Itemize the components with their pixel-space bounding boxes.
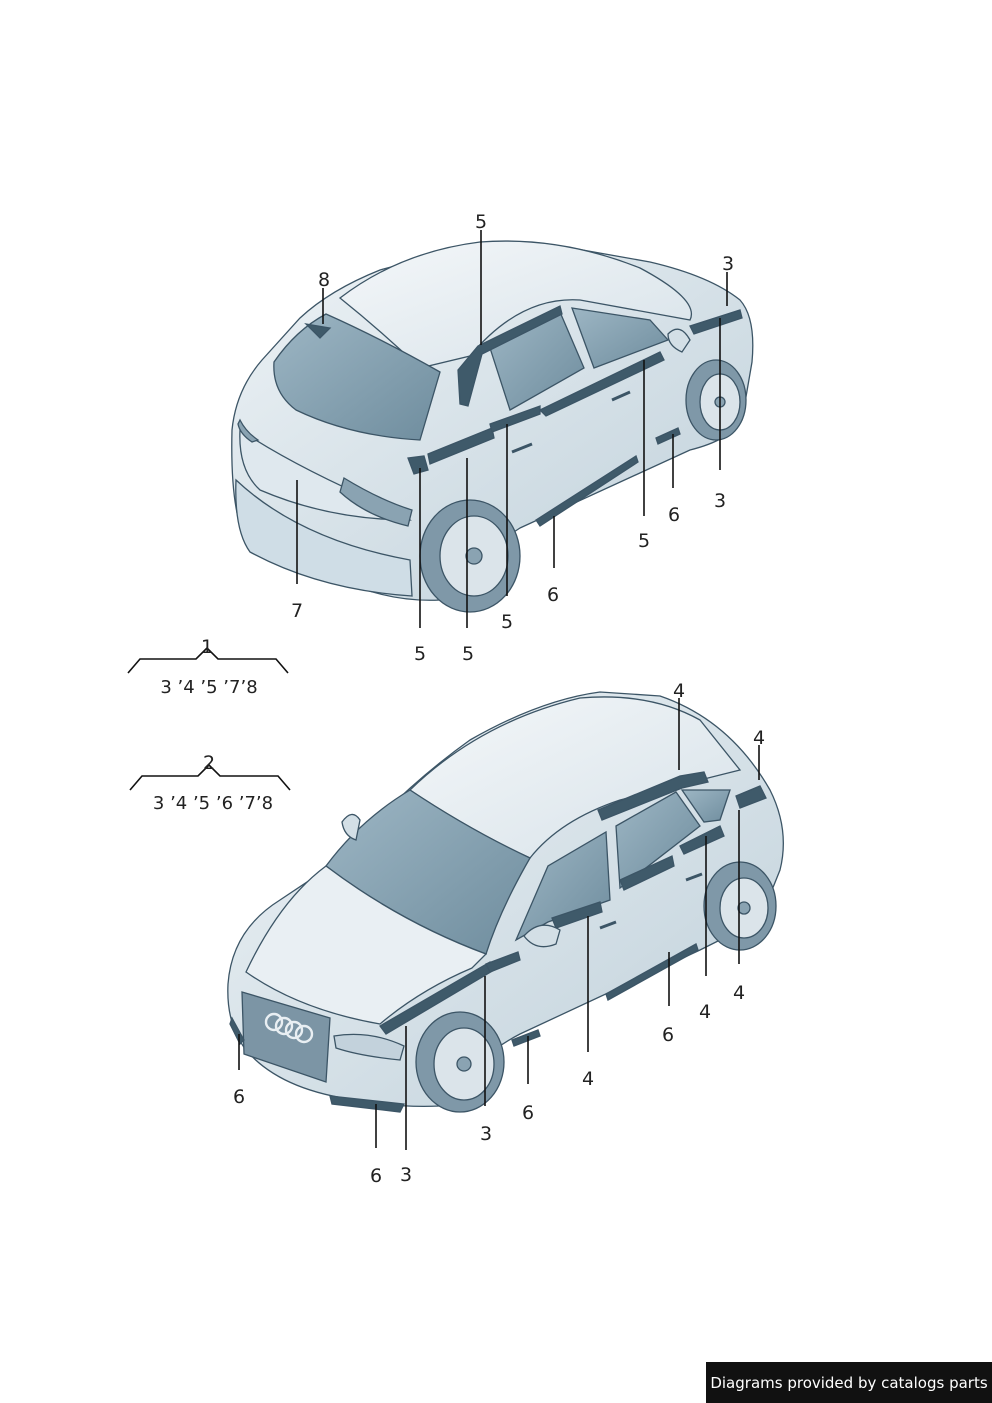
callout-label: 5 xyxy=(414,643,426,665)
callout-label: 6 xyxy=(668,504,680,526)
car-front-view xyxy=(227,691,784,1113)
callout-label: 6 xyxy=(662,1024,674,1046)
callouts-bottom: 4 4 4 4 4 6 6 6 6 3 3 xyxy=(233,680,765,1187)
callouts-top: 5 8 3 3 6 5 7 6 5 5 5 xyxy=(291,211,734,665)
callout-label: 4 xyxy=(733,982,745,1004)
callout-label: 5 xyxy=(638,530,650,552)
callout-label: 7 xyxy=(291,600,303,622)
car-rear-view xyxy=(231,240,754,613)
callout-label: 8 xyxy=(318,269,330,291)
footer-text: Diagrams provided by catalogs parts xyxy=(710,1373,988,1392)
group-bracket-1: 1 3 ’4 ’5 ’7’8 xyxy=(127,636,289,698)
callout-label: 6 xyxy=(233,1086,245,1108)
leader-lines-top xyxy=(296,230,728,628)
callout-label: 4 xyxy=(582,1068,594,1090)
callout-label: 5 xyxy=(462,643,474,665)
callout-label: 3 xyxy=(480,1123,492,1145)
callout-label: 6 xyxy=(547,584,559,606)
callout-label: 3 xyxy=(400,1164,412,1186)
group-number: 1 xyxy=(201,636,213,658)
callout-label: 4 xyxy=(699,1001,711,1023)
group-number: 2 xyxy=(203,752,215,774)
group-members: 3 ’4 ’5 ’7’8 xyxy=(160,677,257,698)
callout-label: 6 xyxy=(370,1165,382,1187)
callout-label: 3 xyxy=(722,253,734,275)
leader-lines-bottom xyxy=(238,698,760,1150)
callout-label: 6 xyxy=(522,1102,534,1124)
callout-label: 5 xyxy=(475,211,487,233)
callout-label: 4 xyxy=(673,680,685,702)
callout-label: 3 xyxy=(714,490,726,512)
callout-label: 5 xyxy=(501,611,513,633)
callout-label: 4 xyxy=(753,727,765,749)
group-members: 3 ’4 ’5 ’6 ’7’8 xyxy=(153,793,273,814)
footer-credit: Diagrams provided by catalogs parts xyxy=(706,1362,992,1403)
group-bracket-2: 2 3 ’4 ’5 ’6 ’7’8 xyxy=(129,752,291,814)
